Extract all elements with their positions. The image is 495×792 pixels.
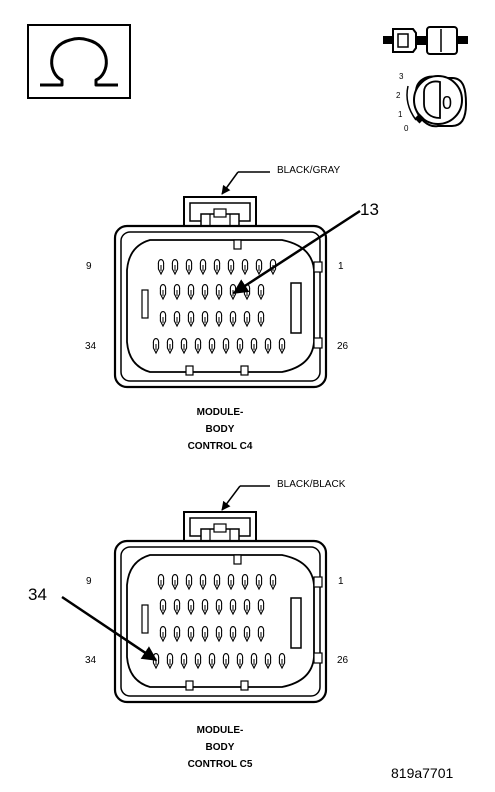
caption-line: MODULE- (196, 407, 244, 418)
connector-caption: MODULE- BODY CONTROL C5 (150, 722, 290, 773)
figure-id: 819a7701 (391, 765, 454, 781)
pin-label-top-left: 9 (86, 261, 92, 272)
caption-line: CONTROL C4 (187, 441, 253, 452)
callout-number: 34 (28, 585, 47, 604)
connector-color-label: BLACK/BLACK (277, 479, 346, 490)
pin-label-bottom-left: 34 (85, 341, 97, 352)
ohmmeter-omega-icon (27, 24, 131, 99)
connector-color-label: BLACK/GRAY (277, 165, 341, 176)
connector-c5 (61, 485, 326, 702)
pin-label-top-left: 9 (86, 576, 92, 587)
caption-line: MODULE- (196, 725, 244, 736)
ignition-position-1: 1 (398, 110, 403, 119)
callout-number: 13 (360, 200, 379, 219)
ignition-position-3: 3 (399, 72, 404, 81)
ignition-switch-icon (406, 75, 468, 128)
pin-label-bottom-left: 34 (85, 655, 97, 666)
pin-label-top-right: 1 (338, 261, 344, 272)
pin-label-bottom-right: 26 (337, 655, 349, 666)
caption-line: CONTROL C5 (187, 759, 253, 770)
pin-label-bottom-right: 26 (337, 341, 349, 352)
caption-line: BODY (205, 424, 235, 435)
pin-label-top-right: 1 (338, 576, 344, 587)
ignition-key-position: 0 (442, 93, 453, 113)
ignition-position-2: 2 (396, 91, 401, 100)
ignition-position-0: 0 (404, 124, 409, 133)
test-probe-icon (383, 26, 468, 55)
connector-c4 (115, 171, 361, 387)
caption-line: BODY (205, 742, 235, 753)
connector-caption: MODULE- BODY CONTROL C4 (150, 404, 290, 455)
